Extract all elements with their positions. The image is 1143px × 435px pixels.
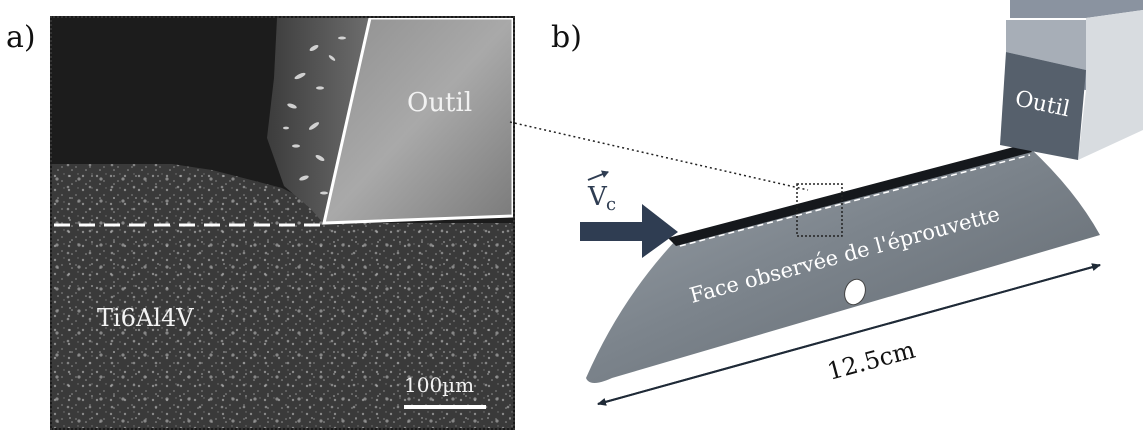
- micrograph-image: [52, 18, 513, 428]
- velocity-subscript: c: [606, 194, 616, 215]
- scale-bar-label: 100µm: [404, 373, 475, 397]
- length-label: 12.5cm: [824, 335, 918, 385]
- velocity-label: V: [587, 182, 608, 212]
- velocity-symbol: V c: [587, 170, 616, 215]
- observation-zone: [796, 183, 843, 237]
- material-label: Ti6Al4V: [97, 304, 194, 332]
- tool-region: [322, 18, 513, 225]
- micrograph: Outil Ti6Al4V 100µm: [50, 16, 515, 430]
- specimen-top-edge: [668, 144, 1032, 246]
- velocity-arrow: [580, 204, 678, 258]
- specimen-plate: [586, 148, 1100, 383]
- specimen-dashed-line: [679, 154, 1031, 247]
- leader-line: [509, 121, 809, 191]
- tool-label-micrograph: Outil: [407, 88, 473, 118]
- tool-block: Outil: [1000, 0, 1143, 160]
- panel-b-label: b): [551, 20, 582, 55]
- panel-a-label: a): [6, 20, 36, 55]
- specimen-hole: [844, 278, 866, 306]
- scale-bar: [404, 405, 486, 409]
